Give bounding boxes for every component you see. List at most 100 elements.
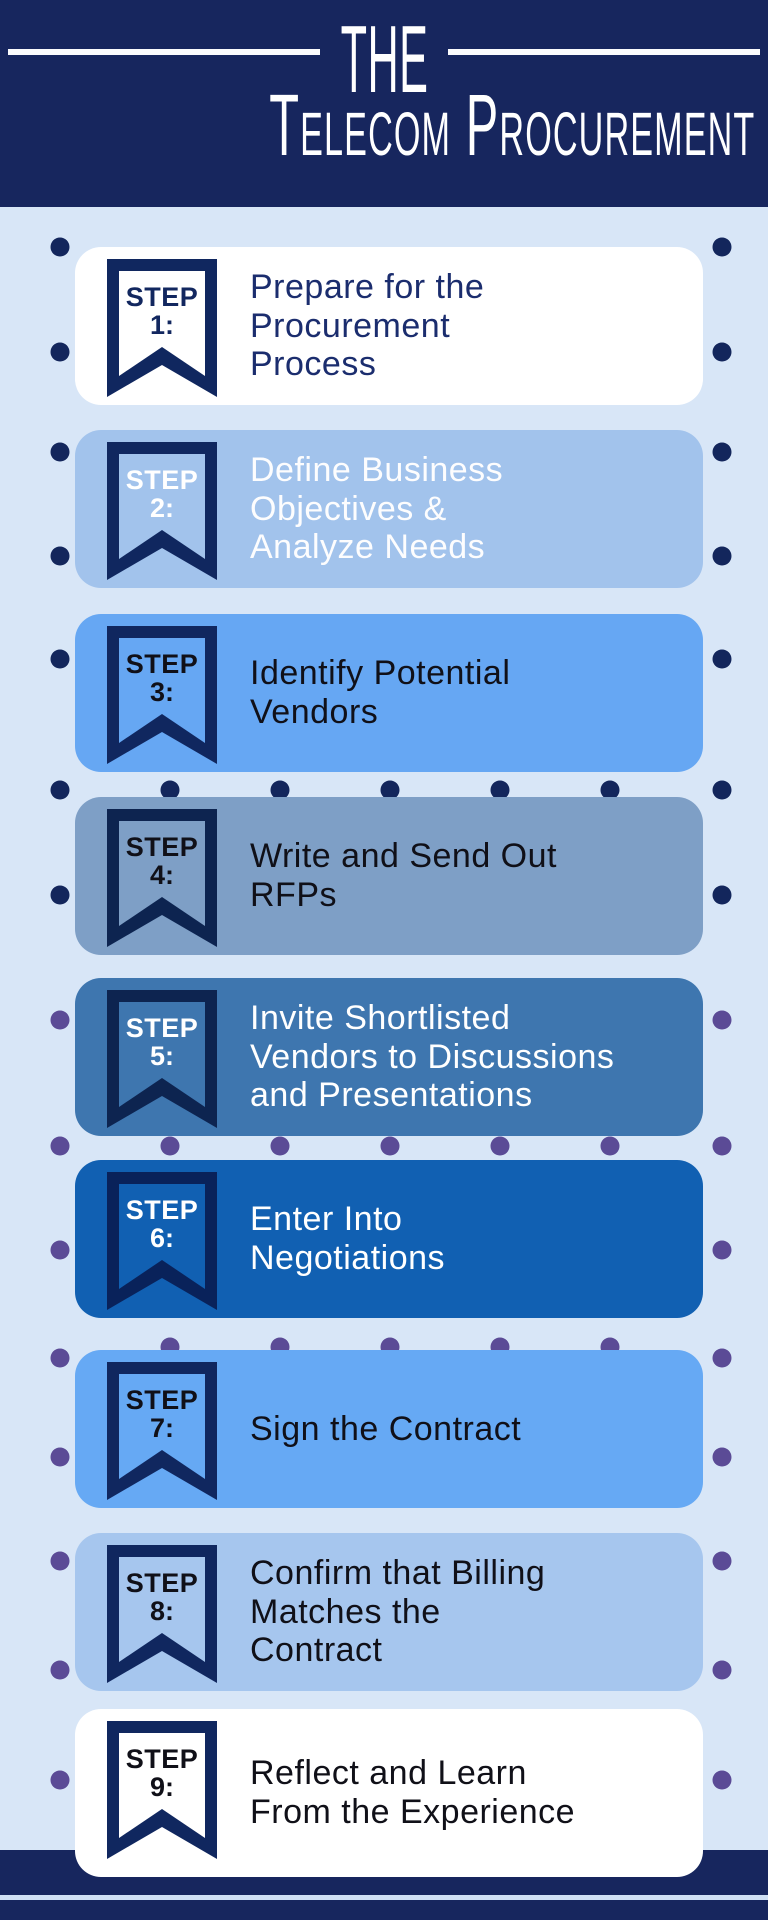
bookmark-ribbon-icon: STEP 4: [107,809,217,947]
step-title-line: Write and Send Out [250,837,557,876]
step-title-line: Analyze Needs [250,528,486,567]
step-label: STEP [125,1194,199,1225]
step-title-line: Identify Potential [250,654,511,693]
bookmark-shape [107,809,217,947]
decorative-dot [712,546,732,566]
decorative-dot [712,1447,732,1467]
decorative-dot [50,1551,70,1571]
decorative-dot [380,780,400,800]
decorative-dot [712,649,732,669]
decorative-dot [712,442,732,462]
decorative-dot [712,1770,732,1790]
step-label: STEP [125,1567,199,1598]
decorative-dot [600,780,620,800]
step-title-line: Invite Shortlisted [250,998,511,1037]
decorative-dot [490,1136,510,1156]
decorative-dot [50,1660,70,1680]
decorative-dot [712,342,732,362]
step-title-line: Enter Into [250,1200,403,1239]
bookmark-shape [107,990,217,1128]
decorative-dot [50,1136,70,1156]
decorative-dot [50,342,70,362]
decorative-dot [50,1010,70,1030]
step-label: STEP [125,1743,199,1774]
bookmark-shape [107,442,217,580]
decorative-dot [160,780,180,800]
bookmark-shape [107,1721,217,1859]
step-title-line: Prepare for the [250,267,485,306]
step-label: STEP [125,1384,199,1415]
decorative-dot [50,1447,70,1467]
step-label: STEP [125,831,199,862]
decorative-dot [712,237,732,257]
bookmark-shape [107,1545,217,1683]
footer-accent-line [0,1895,768,1900]
decorative-dot [270,780,290,800]
step-number: 6: [149,1223,174,1253]
bookmark-shape [107,1362,217,1500]
step-title: Sign the Contract [250,1350,689,1508]
decorative-dot [712,885,732,905]
step-number: 8: [149,1596,174,1626]
step-title-line: Reflect and Learn [250,1754,527,1793]
step-title-line: Procurement [250,306,451,345]
header-banner: THE Telecom Procurement Process [0,0,768,207]
decorative-dot [712,1240,732,1260]
header-eyebrow: THE [340,6,428,113]
decorative-dot [50,1770,70,1790]
decorative-dot [50,546,70,566]
step-title-line: and Presentations [250,1076,533,1115]
bookmark-shape [107,1172,217,1310]
decorative-dot [50,885,70,905]
decorative-dot [600,1136,620,1156]
bookmark-ribbon-icon: STEP 8: [107,1545,217,1683]
decorative-dot [380,1136,400,1156]
bookmark-ribbon-icon: STEP 1: [107,259,217,397]
step-title-line: Process [250,345,377,384]
decorative-dot [712,1660,732,1680]
step-title-line: Objectives & [250,489,447,528]
step-label: STEP [125,648,199,679]
bookmark-ribbon-icon: STEP 6: [107,1172,217,1310]
step-title-line: Vendors to Discussions [250,1037,615,1076]
step-title-line: Confirm that Billing [250,1553,546,1592]
decorative-dot [50,1240,70,1260]
decorative-dot [270,1136,290,1156]
step-card-7: STEP 7: Sign the Contract [75,1350,703,1508]
page-title: Telecom Procurement Process [269,77,768,174]
bookmark-ribbon-icon: STEP 2: [107,442,217,580]
step-title-line: Negotiations [250,1239,446,1277]
bookmark-shape [107,626,217,764]
decorative-dot [50,442,70,462]
decorative-dot [712,1348,732,1368]
bookmark-ribbon-icon: STEP 7: [107,1362,217,1500]
step-number: 5: [149,1041,174,1071]
decorative-dot [50,237,70,257]
step-label: STEP [125,1012,199,1043]
step-title-line: Sign the Contract [250,1409,522,1448]
decorative-dot [50,1348,70,1368]
bookmark-shape [107,259,217,397]
step-title-line: Contract [250,1631,383,1670]
decorative-dot [712,1136,732,1156]
step-title-line: RFPs [250,876,337,914]
decorative-dot [712,1010,732,1030]
step-number: 4: [149,860,174,890]
decorative-dot [712,1551,732,1571]
step-title-line: Vendors [250,693,379,731]
